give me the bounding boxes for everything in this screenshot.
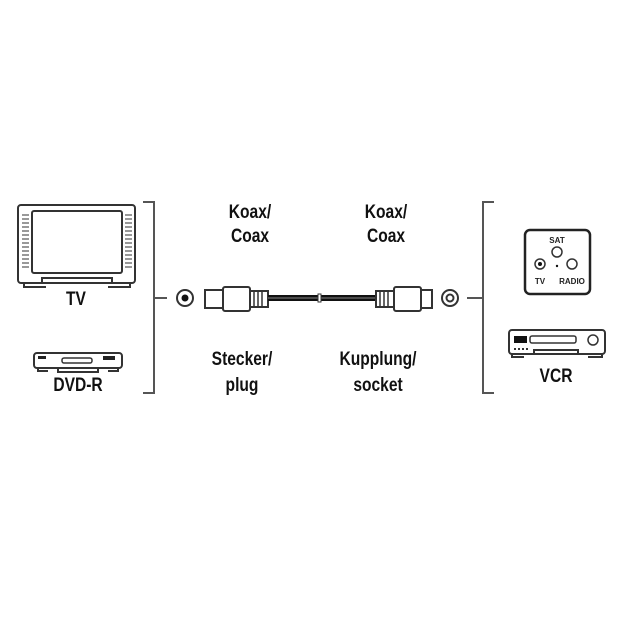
- input-jack-icon: [176, 289, 194, 307]
- coax-cable: [268, 293, 376, 303]
- socket-label-line2: socket: [353, 375, 403, 396]
- coax-socket-icon: [375, 286, 433, 312]
- output-jack-icon: [441, 289, 459, 307]
- vcr-label: VCR: [539, 366, 573, 387]
- radio-port-label: RADIO: [559, 277, 585, 286]
- antenna-wall-socket-icon: SAT TV RADIO: [523, 228, 592, 296]
- sat-port-label: SAT: [549, 236, 565, 245]
- tv-port-label: TV: [535, 277, 546, 286]
- right-bracket: [467, 201, 494, 394]
- tv-icon: [17, 204, 136, 288]
- right-cable-type-line1: Koax/: [364, 202, 408, 223]
- right-cable-type-line2: Coax: [366, 226, 406, 247]
- plug-label-line1: Stecker/: [211, 349, 273, 370]
- coax-plug-icon: [204, 286, 269, 312]
- left-cable-type-line2: Coax: [230, 226, 270, 247]
- plug-label-line2: plug: [225, 375, 259, 396]
- vcr-icon: [508, 329, 606, 358]
- tv-label: TV: [66, 289, 86, 310]
- socket-label-line1: Kupplung/: [339, 349, 417, 370]
- dvd-recorder-icon: [33, 352, 123, 373]
- left-cable-type-line1: Koax/: [228, 202, 272, 223]
- left-bracket: [143, 201, 167, 394]
- dvd-r-label: DVD-R: [53, 375, 103, 396]
